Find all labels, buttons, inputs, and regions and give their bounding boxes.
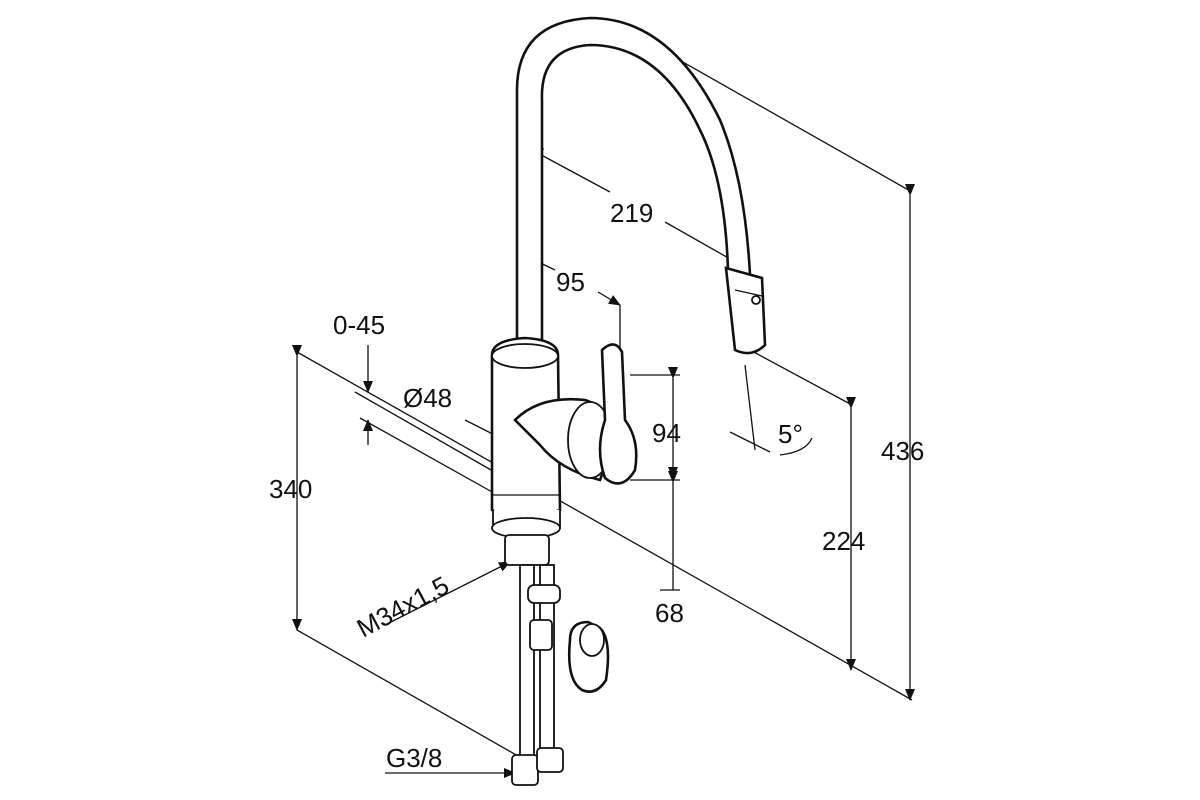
spray-head [724,266,767,355]
label-swivel-angle: 0-45 [333,310,385,340]
label-body-height: 340 [269,474,312,504]
label-outlet-height: 224 [822,526,865,556]
label-spray-angle: 5° [778,419,803,449]
label-spout-reach: 219 [610,198,653,228]
faucet-illustration [490,16,767,786]
lever-handle [598,343,638,485]
label-base-lever: 68 [655,598,684,628]
label-thread: M34x1,5 [352,570,454,643]
spout [515,16,752,342]
label-lever-height: 94 [652,418,681,448]
mounting-nut [567,620,610,693]
label-lever-offset: 95 [556,267,585,297]
label-connection: G3/8 [386,743,442,773]
label-total-height: 436 [881,436,924,466]
label-body-diameter: Ø48 [403,383,452,413]
